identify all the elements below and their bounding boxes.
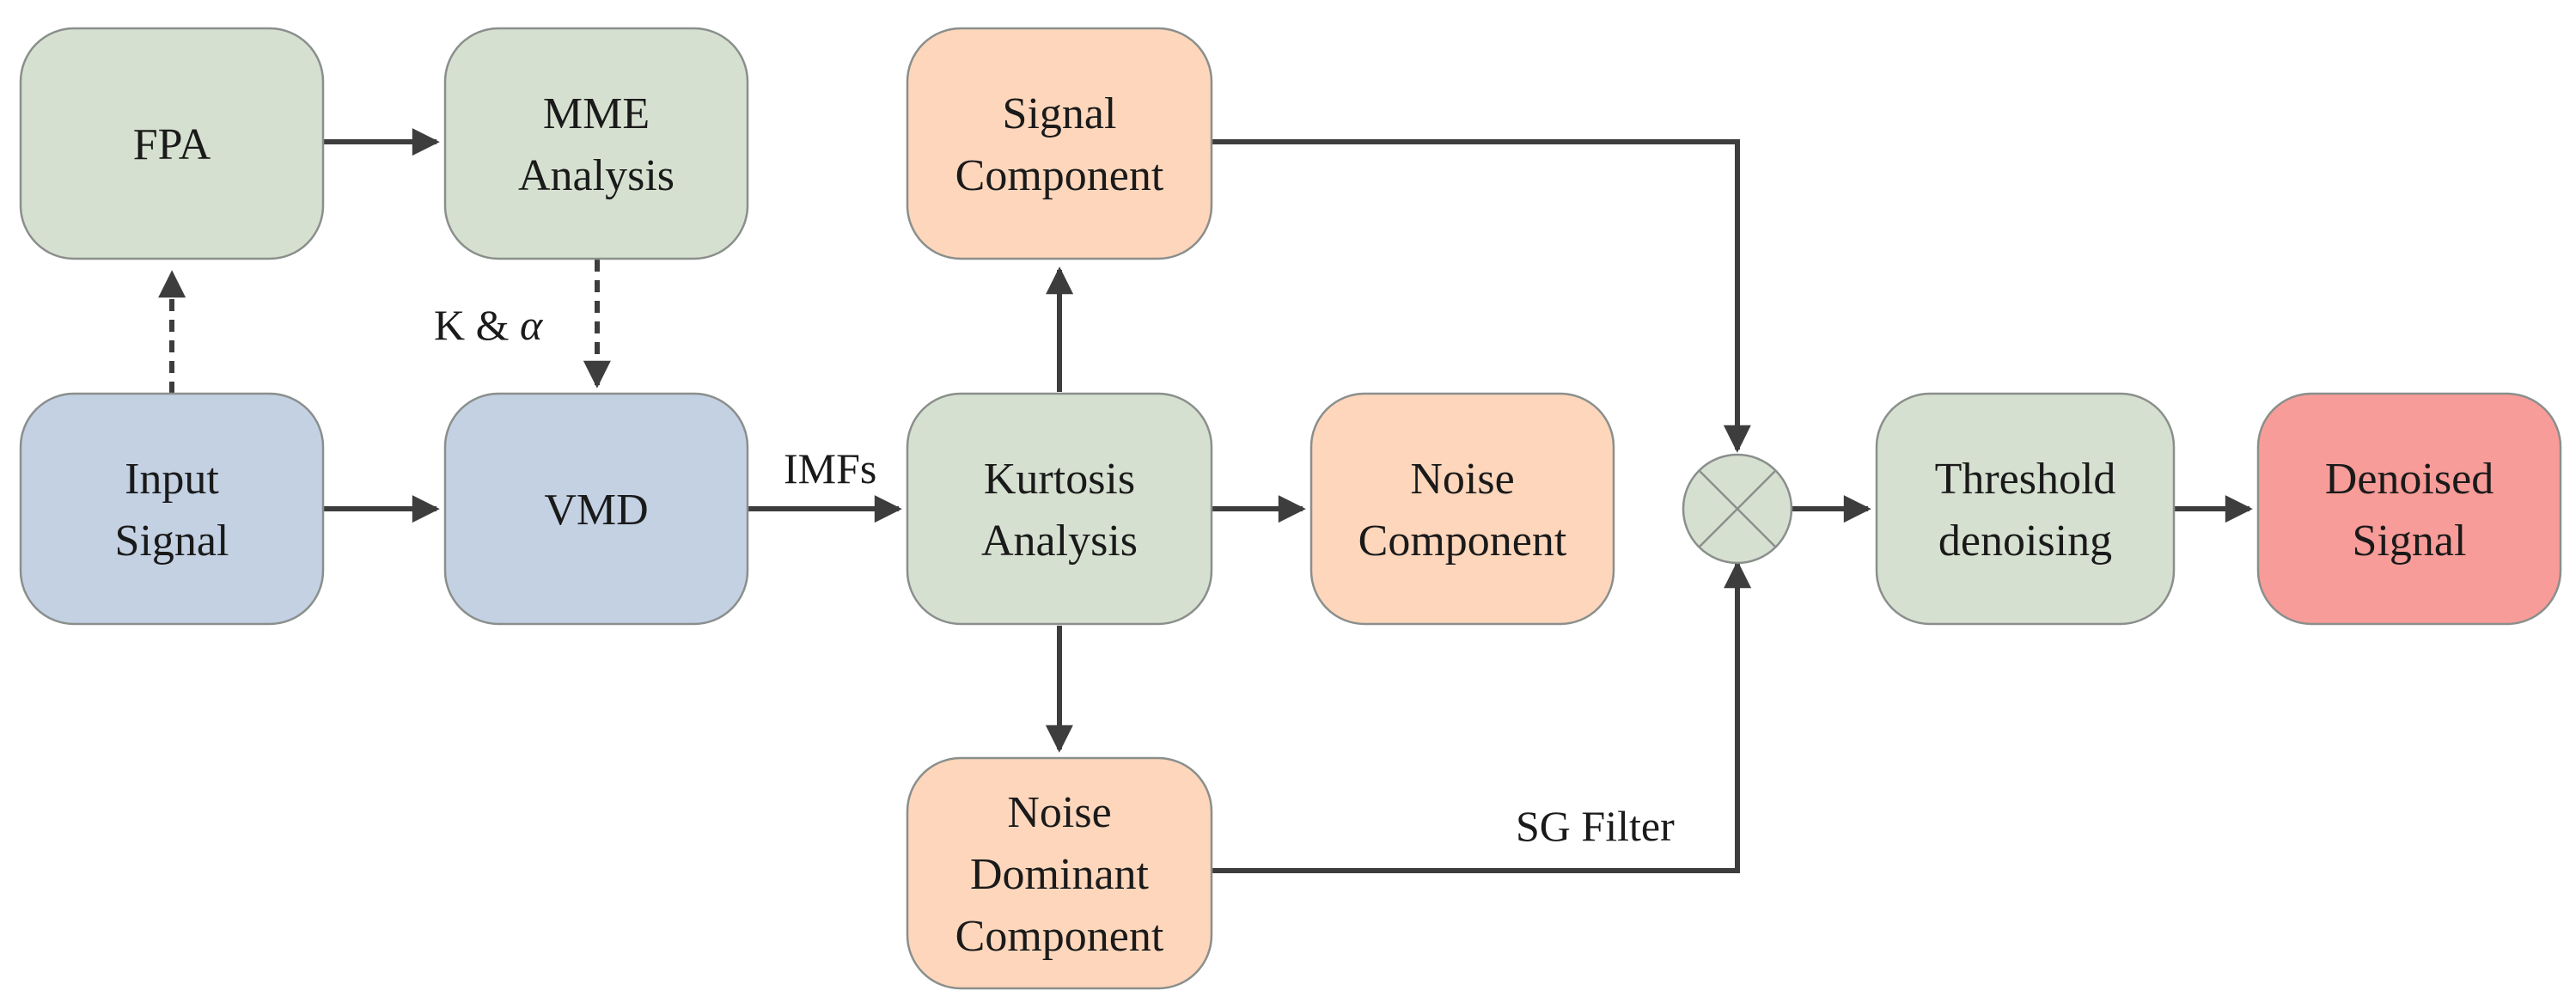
node-noise-component-label-line: Component (1358, 517, 1567, 566)
node-vmd: VMD (443, 392, 749, 626)
node-denoised-signal-label-line: Signal (2353, 517, 2467, 566)
multiply-circle-icon (1682, 453, 1793, 565)
node-mme-analysis: MME Analysis (443, 27, 749, 260)
edge-noise-dominant-to-combiner (1212, 560, 1752, 873)
node-threshold-denoising-box (1875, 392, 2176, 626)
node-kurtosis-analysis-box (906, 392, 1213, 626)
node-input-signal-box (19, 392, 325, 626)
node-kurtosis-analysis-label-line: Analysis (981, 517, 1138, 566)
edge-signal-component-to-combiner (1212, 139, 1751, 453)
node-fpa-label-line: FPA (133, 120, 211, 169)
node-denoised-signal-label-line: Denoised (2325, 455, 2494, 504)
node-noise-dominant-component-label-line: Dominant (970, 850, 1150, 899)
node-fpa-box (19, 27, 325, 260)
node-denoised-signal-box (2256, 392, 2562, 626)
node-mme-analysis-box (443, 27, 749, 260)
node-mme-analysis-label-line: MME (543, 89, 650, 138)
node-threshold-denoising-label-line: denoising (1938, 517, 2112, 566)
node-noise-dominant-component-label-line: Component (955, 912, 1164, 961)
node-threshold-denoising: Threshold denoising (1875, 392, 2176, 626)
node-kurtosis-analysis-label-line: Kurtosis (984, 455, 1135, 504)
node-mme-analysis-label-line: Analysis (518, 151, 675, 200)
node-noise-component-label-line: Noise (1410, 455, 1514, 504)
node-input-signal-label-line: Input (125, 455, 219, 504)
node-signal-component-label-line: Signal (1003, 89, 1117, 138)
node-vmd-label-line: VMD (544, 486, 648, 535)
node-threshold-denoising-label-line: Threshold (1935, 455, 2116, 504)
node-signal-component-label-line: Component (955, 151, 1164, 200)
edge-label-k-alpha: K & α (434, 301, 544, 349)
edge-label-sg-filter: SG Filter (1516, 802, 1675, 850)
node-noise-dominant-component-label-line: Noise (1007, 788, 1111, 837)
edges (158, 128, 2253, 873)
edge-label-imfs: IMFs (784, 444, 876, 492)
node-noise-component-box (1309, 392, 1615, 626)
node-noise-dominant-component-box (906, 756, 1213, 990)
node-signal-component-box (906, 27, 1213, 260)
node-fpa: FPA (19, 27, 325, 260)
node-input-signal-label-line: Signal (115, 517, 229, 566)
node-vmd-box (443, 392, 749, 626)
